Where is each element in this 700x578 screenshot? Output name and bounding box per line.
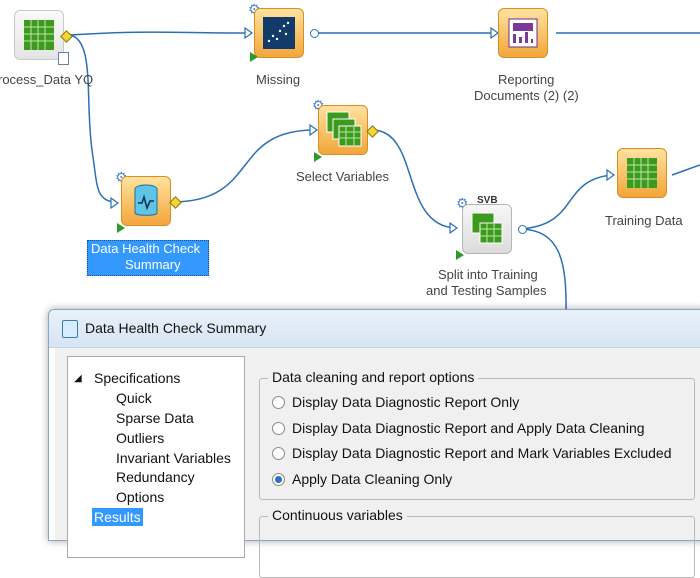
report-documents-icon — [498, 8, 548, 58]
output-port[interactable] — [169, 196, 182, 209]
node-label: Select Variables — [296, 169, 389, 184]
tree-item-options[interactable]: Options — [116, 489, 165, 505]
connection-lines — [69, 26, 700, 316]
dialog-client-area: ◢ Specifications Quick Sparse Data Outli… — [55, 348, 700, 578]
radio-report-and-clean[interactable]: Display Data Diagnostic Report and Apply… — [272, 420, 645, 436]
continuous-variables-group: Continuous variables — [259, 507, 695, 578]
cleaning-options-group: Data cleaning and report options Display… — [259, 369, 695, 500]
link-process-missing — [69, 31, 251, 36]
tree-item-redundancy[interactable]: Redundancy — [116, 469, 195, 485]
tree-item-quick[interactable]: Quick — [116, 390, 152, 406]
tree-item-sparse-data[interactable]: Sparse Data — [116, 410, 194, 426]
split-tables-icon — [462, 204, 512, 254]
link-training-right — [671, 164, 700, 176]
dialog-title: Data Health Check Summary — [85, 320, 267, 336]
link-split-training — [519, 174, 613, 230]
node-label-selected — [87, 240, 209, 276]
radio-label: Display Data Diagnostic Report and Apply… — [292, 420, 645, 436]
radio-button[interactable] — [272, 421, 285, 435]
table-grid-icon — [617, 148, 667, 198]
tree-item-specifications[interactable]: Specifications — [94, 370, 181, 386]
run-icon[interactable] — [117, 223, 125, 233]
tree-expand-icon[interactable]: ◢ — [74, 373, 82, 384]
run-icon[interactable] — [250, 52, 258, 62]
document-icon — [58, 52, 69, 65]
node-process-data[interactable]: rocess_Data YQ — [0, 0, 110, 95]
tree-item-outliers[interactable]: Outliers — [116, 430, 165, 446]
radio-clean-only[interactable]: Apply Data Cleaning Only — [272, 471, 452, 487]
node-reporting-documents[interactable]: Reporting Documents (2) (2) — [470, 0, 590, 105]
scatter-plot-icon — [254, 8, 304, 58]
radio-button[interactable] — [272, 395, 285, 409]
link-process-health — [69, 34, 119, 204]
node-label-line1: Data Health Check — [91, 241, 201, 256]
run-icon[interactable] — [456, 250, 464, 260]
link-select-split — [371, 129, 456, 229]
tree-item-invariant-variables[interactable]: Invariant Variables — [116, 450, 231, 466]
output-port[interactable] — [366, 125, 379, 138]
output-port[interactable] — [310, 29, 319, 38]
node-data-health-check[interactable]: ⚙ Data Health Check Summary — [85, 168, 215, 278]
node-label: Missing — [256, 72, 301, 87]
radio-report-and-mark[interactable]: Display Data Diagnostic Report and Mark … — [272, 445, 671, 461]
group-title: Continuous variables — [268, 507, 407, 523]
node-label-line1: Reporting — [498, 72, 555, 87]
node-label: Training Data — [605, 213, 683, 228]
workflow-canvas[interactable]: rocess_Data YQ ⚙ Missing Reporting Docum… — [0, 0, 700, 522]
node-label-line2: and Testing Samples — [426, 283, 547, 298]
tree-item-results[interactable]: Results — [92, 508, 143, 526]
output-port[interactable] — [518, 225, 527, 234]
data-health-check-dialog: Data Health Check Summary ◢ Specificatio… — [48, 309, 700, 578]
radio-report-only[interactable]: Display Data Diagnostic Report Only — [272, 394, 519, 410]
node-training-data[interactable]: Training Data — [595, 140, 700, 235]
link-health-select — [174, 129, 316, 203]
radio-label: Display Data Diagnostic Report and Mark … — [292, 445, 672, 461]
node-split[interactable]: ⚙ SVB Split into Training and Testing Sa… — [420, 190, 560, 305]
table-grid-icon — [14, 10, 64, 60]
node-label: rocess_Data YQ — [0, 72, 94, 87]
data-health-icon — [62, 320, 78, 338]
node-label-line2: Documents (2) (2) — [474, 88, 579, 103]
radio-label: Display Data Diagnostic Report Only — [292, 394, 520, 410]
data-health-icon — [121, 176, 171, 226]
node-label-line2: Summary — [125, 257, 181, 272]
radio-label: Apply Data Cleaning Only — [292, 471, 453, 487]
group-title: Data cleaning and report options — [268, 369, 479, 385]
svb-badge: SVB — [477, 195, 498, 206]
stacked-tables-icon — [318, 105, 368, 155]
radio-button-checked[interactable] — [272, 472, 285, 486]
settings-tree[interactable]: ◢ Specifications Quick Sparse Data Outli… — [67, 356, 245, 558]
node-missing[interactable]: ⚙ Missing — [230, 0, 330, 95]
radio-button[interactable] — [272, 446, 285, 460]
run-icon[interactable] — [314, 152, 322, 162]
node-select-variables[interactable]: ⚙ Select Variables — [290, 95, 410, 190]
link-split-down — [519, 228, 567, 316]
node-label-line1: Split into Training — [438, 267, 538, 282]
dialog-titlebar[interactable]: Data Health Check Summary — [49, 310, 700, 348]
